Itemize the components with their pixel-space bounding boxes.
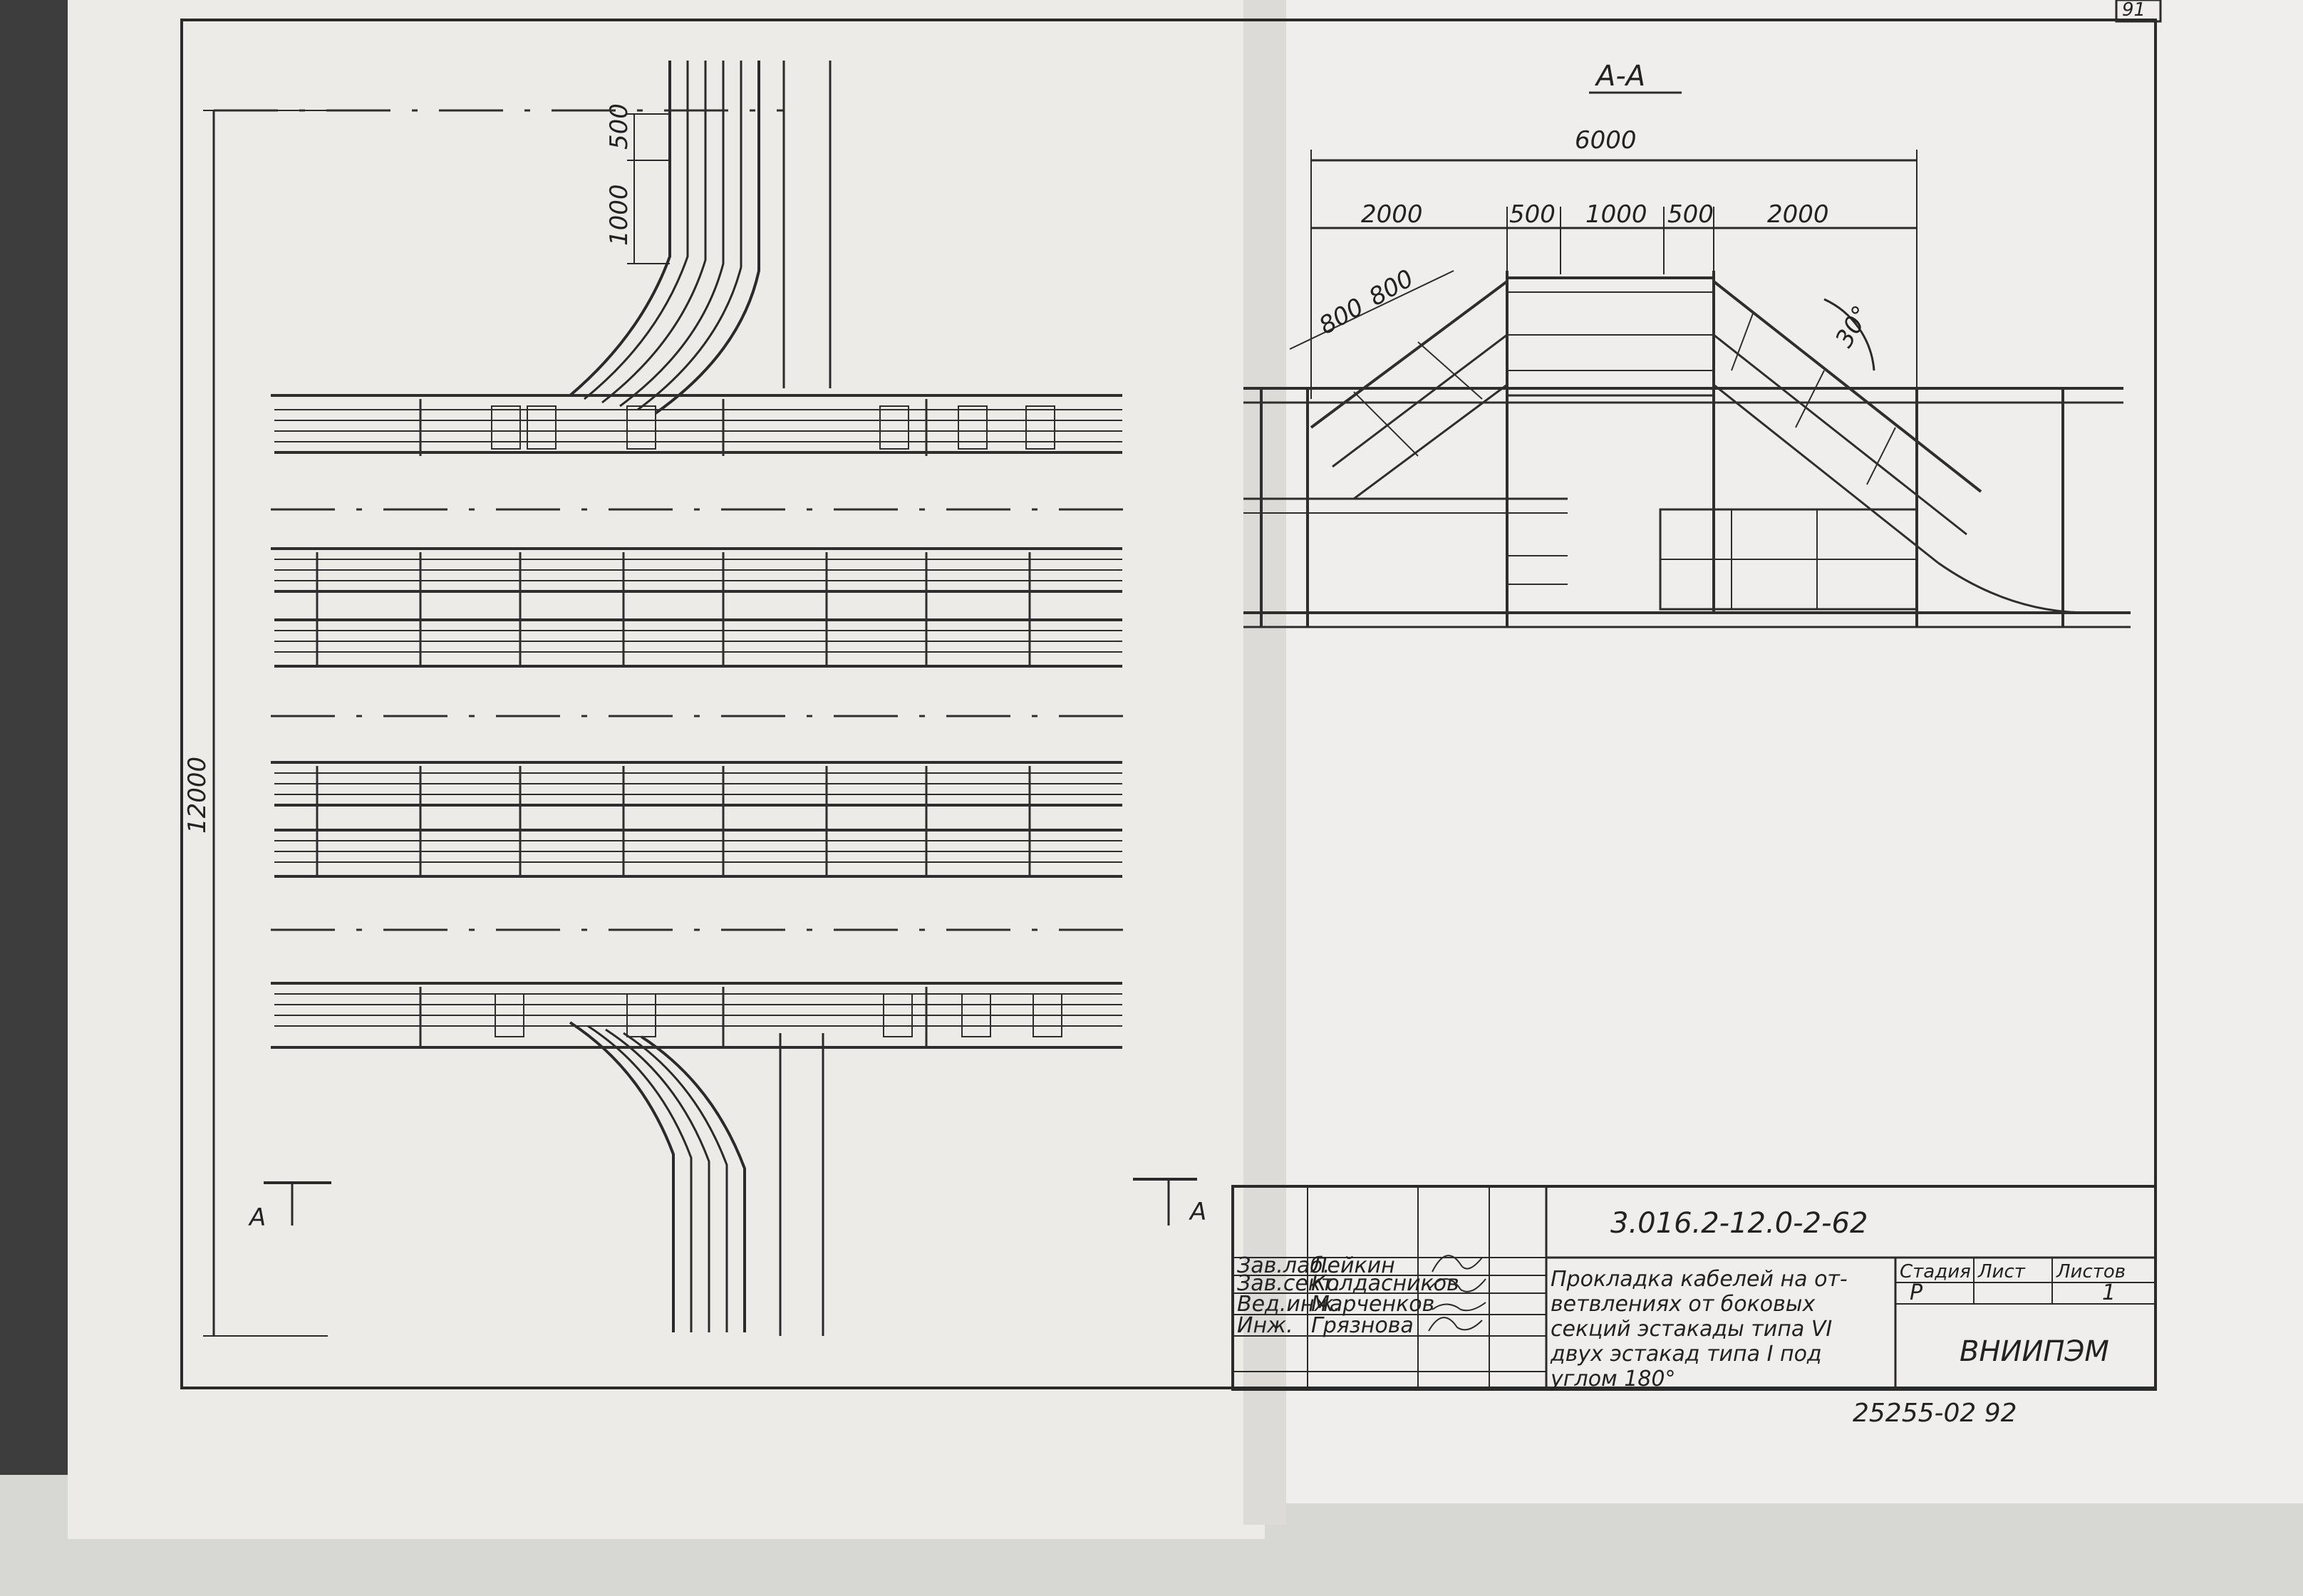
role-2: Зав.сект. [1237, 1271, 1340, 1296]
page-number-box [2115, 0, 2162, 23]
signature-2 [1428, 1278, 1486, 1292]
description-line-1: Прокладка кабелей на от- [1551, 1267, 1848, 1292]
section-marker-right: A [1189, 1198, 1206, 1226]
signature-4 [1428, 1317, 1483, 1332]
plan-view: 12000 500 1000 [183, 61, 1206, 1337]
value-sheets: 1 [2102, 1280, 2116, 1305]
description-line-5: углом 180° [1550, 1367, 1675, 1392]
archive-number: 25255-02 92 [1853, 1399, 2017, 1428]
description-line-3: секций эстакады типа VI [1551, 1317, 1832, 1342]
title-block: 3.016.2-12.0-2-62 Зав.лаб. Лейкин Зав.се… [1231, 1185, 2157, 1392]
drawing-frame [180, 19, 2157, 1389]
dim-1000: 1000 [1585, 200, 1647, 229]
dim-500-b: 500 [1667, 200, 1714, 229]
value-stage: Р [1910, 1280, 1923, 1305]
page-fold [1243, 0, 1286, 1525]
dim-500-a: 500 [1509, 200, 1556, 229]
name-1: Лейкин [1310, 1253, 1395, 1278]
header-stage: Стадия [1900, 1261, 1971, 1282]
signature-1 [1432, 1255, 1483, 1273]
dim-right-2000: 2000 [1767, 200, 1829, 229]
doc-code: 3.016.2-12.0-2-62 [1610, 1207, 1868, 1240]
section-marker-left: A [248, 1203, 266, 1232]
description-line-4: двух эстакад типа I под [1550, 1342, 1822, 1367]
left-page [68, 0, 1265, 1539]
section-title: A-A [1594, 60, 1645, 93]
dim-1000: 1000 [605, 184, 633, 246]
dim-overall: 6000 [1575, 126, 1637, 155]
role-1: Зав.лаб. [1237, 1253, 1330, 1278]
page-number: 91 [2122, 0, 2146, 21]
dim-left-2000: 2000 [1361, 200, 1423, 229]
dim-12000: 12000 [183, 757, 212, 834]
header-sheet: Лист [1977, 1261, 2026, 1282]
name-3: Марченков [1311, 1292, 1434, 1317]
right-page [1265, 0, 2303, 1503]
signature-3 [1432, 1302, 1486, 1312]
header-sheets: Листов [2056, 1261, 2126, 1282]
binding-shadow [0, 0, 78, 1475]
name-4: Грязнова [1311, 1313, 1414, 1338]
role-4: Инж. [1237, 1313, 1293, 1338]
organization: ВНИИПЭМ [1960, 1335, 2109, 1368]
description-line-2: ветвлениях от боковых [1551, 1292, 1815, 1317]
role-3: Вед.инж. [1237, 1292, 1340, 1317]
